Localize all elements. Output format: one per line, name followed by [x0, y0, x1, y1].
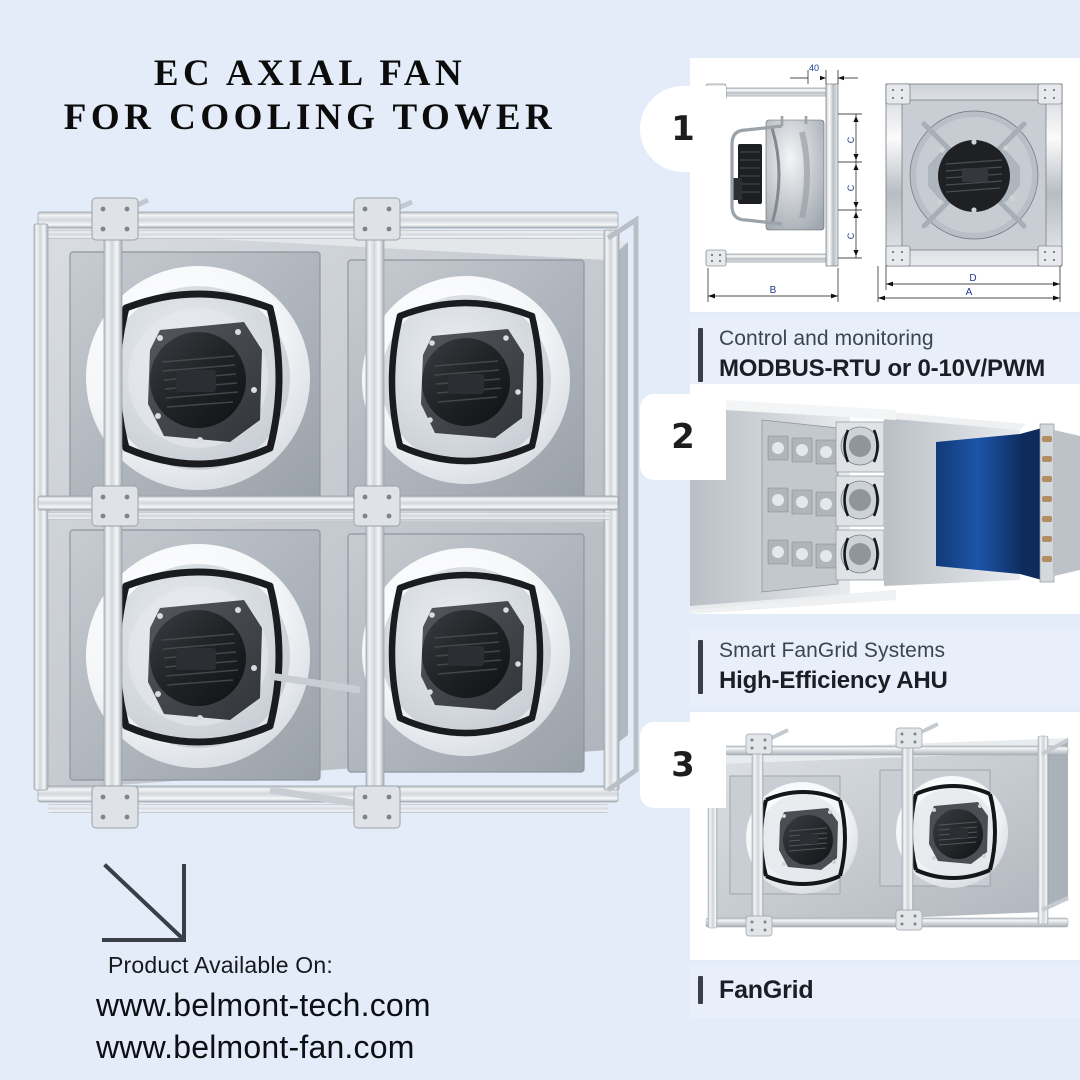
feature-image-3 [690, 712, 1080, 960]
caption-accent-bar-1 [698, 328, 703, 382]
fanwall-grid [767, 435, 837, 569]
fangrid-frame [705, 722, 1069, 937]
title-line-1: EC AXIAL FAN [153, 53, 467, 94]
caption-accent-bar-3 [698, 976, 703, 1005]
feature-badge-2: 2 [640, 394, 726, 480]
feature-caption-1: Control and monitoring MODBUS-RTU or 0-1… [690, 316, 1080, 396]
product-available-label: Product Available On: [108, 952, 333, 978]
svg-text:D: D [969, 273, 976, 284]
feature-headline-2: High-Efficiency AHU [719, 666, 948, 694]
fan-cell-top-left [69, 251, 321, 503]
feature-caption-2: Smart FanGrid Systems High-Efficiency AH… [690, 628, 1080, 708]
feature-caption-3: FanGrid [690, 964, 1080, 1019]
feature-headline-3: FanGrid [719, 976, 814, 1004]
feature-column: 1 [636, 0, 1080, 1080]
feature-image-2 [690, 384, 1080, 614]
svg-text:C: C [846, 136, 856, 143]
svg-text:B: B [770, 285, 777, 296]
fan-modules [835, 421, 885, 581]
side-view: C C C 40 [705, 63, 862, 302]
hero-frame-extrusions [33, 197, 639, 829]
feature-badge-3: 3 [640, 722, 726, 808]
fangrid-fan-left [729, 775, 858, 895]
feature-headline-1: MODBUS-RTU or 0-10V/PWM [719, 354, 1046, 382]
front-view: D A [877, 83, 1063, 302]
diagonal-down-right-arrow-icon [100, 860, 200, 955]
fan-cell-top-right [347, 259, 585, 501]
hero-product-image [8, 190, 648, 850]
fangrid-fan-right [879, 769, 1008, 888]
page-title: EC AXIAL FAN FOR COOLING TOWER [0, 52, 620, 141]
svg-text:40: 40 [809, 63, 819, 73]
website-url-secondary[interactable]: www.belmont-fan.com [96, 1028, 415, 1065]
feature-badge-1: 1 [640, 86, 726, 172]
feature-subtitle-2: Smart FanGrid Systems [719, 639, 946, 662]
svg-text:C: C [846, 184, 856, 191]
feature-image-1: C C C 40 [690, 58, 1080, 312]
footer-links: Product Available On: www.belmont-tech.c… [96, 952, 636, 1068]
title-line-2: FOR COOLING TOWER [63, 97, 557, 139]
caption-accent-bar-2 [698, 640, 703, 694]
feature-subtitle-1: Control and monitoring [719, 327, 934, 350]
fan-cell-bottom-left [69, 529, 321, 781]
svg-text:A: A [966, 287, 973, 298]
fan-cell-bottom-right [347, 533, 585, 773]
website-url-primary[interactable]: www.belmont-tech.com [96, 987, 431, 1023]
svg-text:C: C [846, 232, 856, 239]
